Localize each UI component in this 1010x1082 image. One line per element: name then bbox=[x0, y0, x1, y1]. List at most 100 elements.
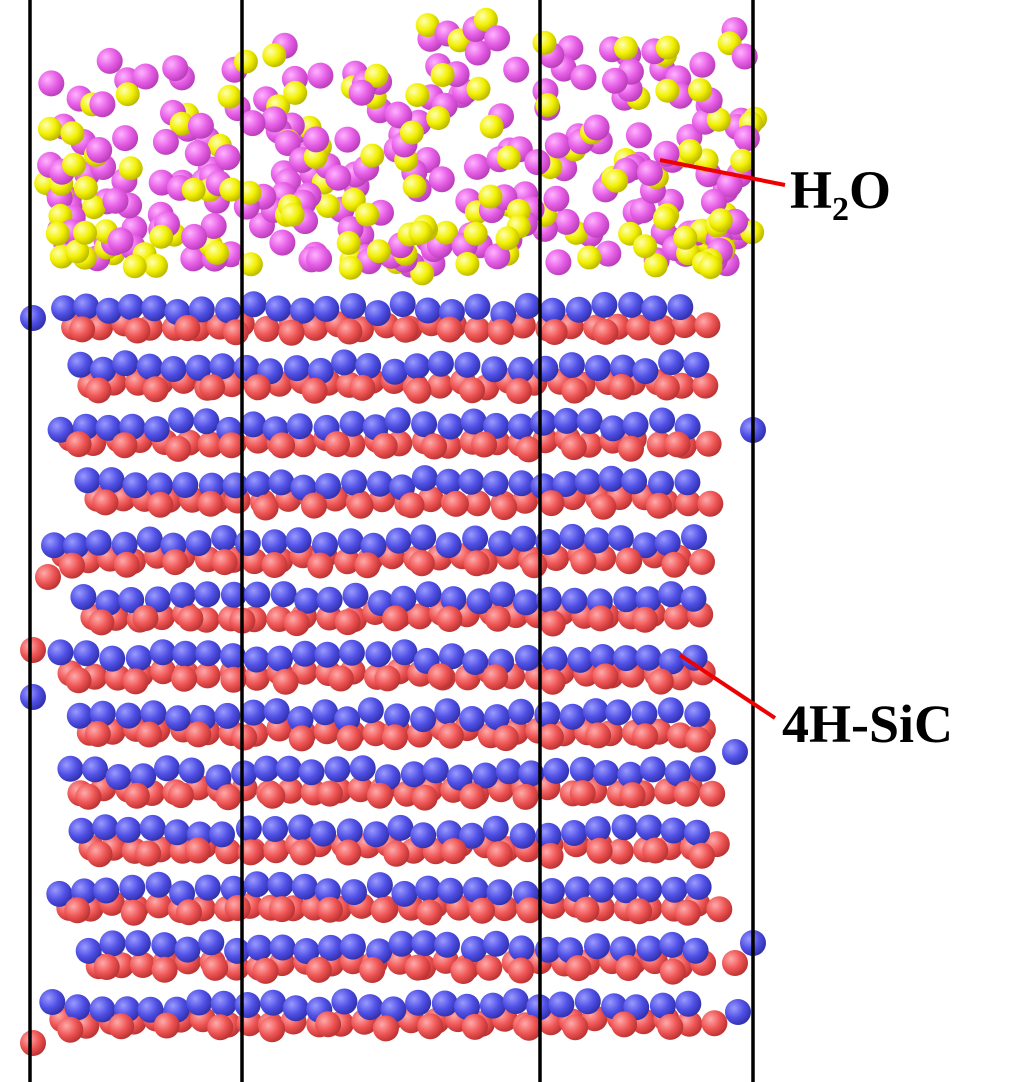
oxygen-atom bbox=[428, 166, 455, 193]
silicon-atom bbox=[105, 764, 132, 790]
silicon-atom bbox=[262, 816, 289, 842]
carbon-atom bbox=[592, 318, 619, 345]
silicon-atom bbox=[584, 816, 611, 843]
silicon-atom bbox=[137, 996, 164, 1023]
hydrogen-atom bbox=[408, 220, 433, 245]
silicon-atom bbox=[331, 988, 358, 1015]
carbon-atom bbox=[663, 603, 690, 630]
silicon-atom bbox=[136, 526, 163, 553]
carbon-atom bbox=[461, 1013, 488, 1040]
hydrogen-atom bbox=[643, 253, 668, 278]
carbon-atom bbox=[607, 838, 634, 865]
carbon-atom bbox=[111, 432, 138, 459]
silicon-atom bbox=[366, 470, 393, 497]
silicon-atom bbox=[632, 358, 659, 385]
silicon-atom bbox=[508, 935, 535, 962]
hydrogen-atom bbox=[633, 234, 657, 259]
silicon-atom bbox=[613, 586, 640, 613]
carbon-atom bbox=[706, 896, 733, 923]
silicon-atom bbox=[439, 643, 465, 670]
carbon-atom bbox=[684, 726, 711, 753]
water-label-subscript: 2 bbox=[832, 191, 849, 228]
silicon-atom bbox=[411, 465, 438, 492]
silicon-atom bbox=[611, 814, 638, 841]
carbon-atom bbox=[618, 435, 644, 462]
oxygen-atom bbox=[200, 213, 227, 239]
carbon-atom bbox=[459, 377, 486, 404]
carbon-atom bbox=[171, 665, 198, 692]
carbon-atom bbox=[211, 549, 238, 576]
silicon-atom bbox=[561, 587, 588, 614]
hydrogen-atom bbox=[730, 148, 755, 173]
hydrogen-atom bbox=[434, 220, 459, 245]
carbon-atom bbox=[657, 1013, 684, 1040]
silicon-atom bbox=[658, 581, 684, 608]
hydrogen-atom bbox=[698, 255, 723, 279]
silicon-atom bbox=[130, 763, 157, 790]
silicon-atom bbox=[681, 644, 708, 671]
silicon-atom bbox=[636, 876, 663, 903]
oxygen-atom bbox=[112, 125, 139, 152]
hydrogen-atom bbox=[455, 251, 480, 276]
hydrogen-atom bbox=[37, 116, 62, 141]
carbon-atom bbox=[283, 610, 310, 637]
carbon-atom bbox=[153, 1012, 180, 1039]
silicon-atom bbox=[144, 586, 171, 613]
carbon-atom bbox=[653, 374, 680, 401]
oxygen-atom bbox=[583, 114, 610, 141]
silicon-atom bbox=[617, 761, 644, 788]
silicon-atom bbox=[240, 411, 267, 438]
silicon-atom bbox=[89, 996, 116, 1023]
silicon-atom bbox=[317, 934, 344, 961]
silicon-atom bbox=[47, 639, 74, 666]
oxygen-atom bbox=[625, 122, 652, 149]
carbon-atom bbox=[124, 317, 151, 344]
carbon-atom bbox=[123, 782, 150, 809]
silicon-atom bbox=[667, 294, 694, 321]
carbon-atom bbox=[416, 899, 443, 926]
oxygen-atom bbox=[89, 91, 116, 118]
oxygen-atom bbox=[731, 43, 758, 70]
silicon-atom bbox=[381, 358, 408, 385]
hydrogen-atom bbox=[430, 63, 455, 87]
carbon-atom bbox=[697, 490, 724, 517]
carbon-atom bbox=[301, 492, 327, 519]
carbon-atom bbox=[84, 721, 111, 747]
silicon-atom bbox=[211, 525, 238, 551]
silicon-atom bbox=[312, 699, 339, 726]
carbon-atom bbox=[359, 957, 386, 983]
silicon-atom bbox=[390, 585, 417, 612]
carbon-atom bbox=[313, 718, 340, 745]
silicon-atom bbox=[363, 821, 390, 848]
carbon-atom bbox=[561, 377, 588, 404]
silicon-atom bbox=[63, 532, 89, 559]
carbon-atom bbox=[537, 842, 564, 869]
hydrogen-atom bbox=[399, 120, 424, 145]
silicon-atom bbox=[405, 989, 432, 1016]
carbon-atom bbox=[324, 431, 350, 458]
carbon-atom bbox=[482, 664, 509, 691]
silicon-atom bbox=[400, 761, 427, 788]
carbon-atom bbox=[113, 551, 140, 578]
silicon-atom bbox=[286, 413, 313, 440]
carbon-atom bbox=[491, 494, 518, 521]
oxygen-atom bbox=[689, 51, 716, 78]
silicon-atom bbox=[89, 700, 116, 727]
silicon-atom bbox=[446, 764, 473, 791]
hydrogen-atom bbox=[355, 202, 380, 227]
silicon-atom bbox=[169, 582, 196, 608]
silicon-atom bbox=[639, 756, 666, 783]
silicon-atom bbox=[64, 994, 91, 1021]
hydrogen-atom bbox=[678, 139, 703, 163]
carbon-atom bbox=[398, 492, 425, 519]
substrate-label: 4H-SiC bbox=[782, 694, 953, 754]
silicon-atom bbox=[294, 587, 321, 614]
carbon-atom bbox=[484, 605, 511, 632]
oxygen-atom bbox=[484, 243, 511, 270]
silicon-atom bbox=[564, 876, 591, 903]
carbon-atom bbox=[509, 312, 536, 339]
silicon-atom bbox=[178, 757, 205, 784]
carbon-atom bbox=[35, 564, 61, 590]
silicon-atom bbox=[185, 354, 212, 381]
hydrogen-atom bbox=[708, 208, 733, 233]
